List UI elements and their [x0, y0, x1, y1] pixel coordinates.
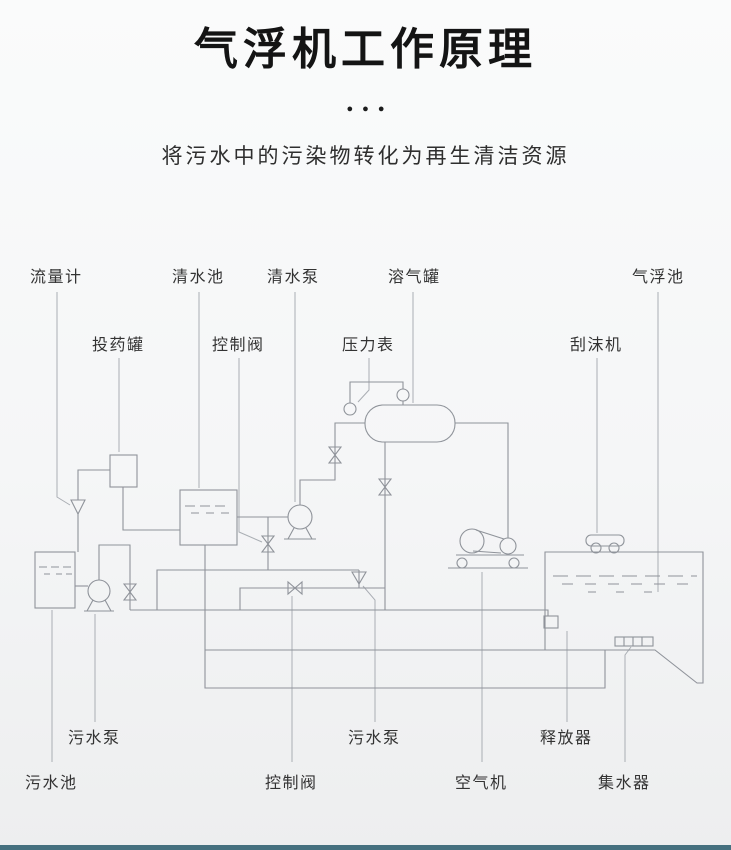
label-water-collector: 集水器 [598, 775, 651, 792]
clean-water-tank-symbol [179, 489, 238, 546]
clean-water-pump-symbol [284, 504, 316, 540]
label-foam-scraper: 刮沫机 [570, 337, 623, 354]
air-flotation-tank-body [544, 551, 704, 684]
label-dissolved-air-tank: 溶气罐 [388, 269, 441, 286]
sewage-tank-symbol [34, 551, 76, 609]
recycle-bottom-pipe [204, 545, 606, 689]
air-compressor-frame [448, 554, 528, 569]
sewage-tank-water-level [39, 566, 72, 575]
water-collector-symbol [614, 636, 654, 647]
label-sewage-pump-mid: 污水泵 [348, 730, 401, 747]
main-bottom-pipe [130, 609, 549, 616]
leader-water-collector [624, 646, 632, 762]
pressure-gauge-symbol [343, 381, 410, 416]
page-title: 气浮机工作原理 [194, 25, 537, 74]
water-collector-body [614, 636, 654, 647]
recycle-upper-pipe [156, 569, 359, 610]
leader-sewage-pump-mid [362, 585, 376, 722]
sewage-tank-body [34, 551, 76, 609]
leader-pressure-gauge [357, 358, 370, 403]
label-clean-water-pump: 清水泵 [267, 269, 320, 286]
foam-scraper-wheel-right [608, 542, 620, 554]
label-pressure-gauge: 压力表 [342, 337, 395, 354]
saturator-outlet-valve-icon [377, 478, 393, 496]
air-compressor-flywheel [499, 537, 517, 555]
control-valve-riser-icon [122, 583, 138, 601]
sewage-discharge-pipe [98, 544, 131, 610]
dissolved-air-tank-symbol [364, 404, 456, 443]
leader-lines [51, 292, 659, 762]
air-compressor-wheel-left [456, 557, 468, 569]
pressure-gauge-manifold [349, 381, 404, 405]
clean-pump-discharge-pipe [299, 422, 365, 505]
sewage-pump-symbol [84, 579, 114, 612]
releaser-symbol [543, 615, 559, 629]
air-flotation-tank-symbol [544, 551, 704, 684]
leader-flow-meter [56, 292, 71, 506]
valves [122, 446, 393, 601]
saturator-inlet-valve-icon [327, 446, 343, 464]
air-compressor-symbol [448, 528, 528, 569]
label-control-valve-bottom: 控制阀 [265, 775, 318, 792]
air-supply-pipe [455, 422, 509, 538]
label-air-compressor: 空气机 [455, 775, 508, 792]
pressure-gauge-dial-left [343, 402, 357, 416]
label-sewage-pump-left: 污水泵 [68, 730, 121, 747]
clean-water-pump-base [284, 527, 316, 540]
air-flotation-tank-water-level [553, 575, 697, 593]
air-compressor-belt [472, 529, 505, 554]
flow-meter-funnel [70, 499, 86, 516]
water-collector-slots [623, 637, 643, 646]
leader-control-valve-top [238, 358, 263, 543]
label-sewage-tank: 污水池 [25, 775, 78, 792]
sewage-pump-body [87, 579, 111, 603]
dosing-tank-symbol [109, 454, 138, 488]
title-dots: ●●● [346, 103, 394, 115]
label-dosing-tank: 投药罐 [92, 337, 145, 354]
control-valve-bottom-icon [287, 580, 303, 596]
label-flow-meter: 流量计 [30, 269, 83, 286]
clean-water-pump-body [287, 504, 313, 530]
label-clean-water-tank: 清水池 [172, 269, 225, 286]
label-releaser: 释放器 [540, 730, 593, 747]
label-air-flotation-tank: 气浮池 [632, 269, 685, 286]
flow-meter-symbol [70, 499, 86, 516]
clean-water-tank-water-level [185, 505, 229, 514]
clean-water-tank-body [179, 489, 238, 546]
header: 气浮机工作原理 ●●● 将污水中的污染物转化为再生清洁资源 [0, 0, 731, 170]
foam-scraper-wheel-left [590, 542, 602, 554]
air-compressor-wheel-right [508, 557, 520, 569]
pressure-gauge-dial-right [396, 388, 410, 402]
check-valve-icon [351, 571, 367, 586]
control-valve-top-icon [260, 535, 276, 553]
foam-scraper-symbol [585, 534, 625, 554]
bottom-accent-bar [0, 845, 731, 850]
page-subtitle: 将污水中的污染物转化为再生清洁资源 [161, 145, 570, 168]
dosing-outlet-pipe [122, 487, 180, 531]
foam-scraper-carriage [585, 534, 625, 547]
flow-meter-riser-pipe [77, 469, 110, 552]
label-control-valve-top: 控制阀 [212, 337, 265, 354]
air-compressor-motor [459, 528, 485, 554]
sewage-pump-base [84, 599, 114, 612]
